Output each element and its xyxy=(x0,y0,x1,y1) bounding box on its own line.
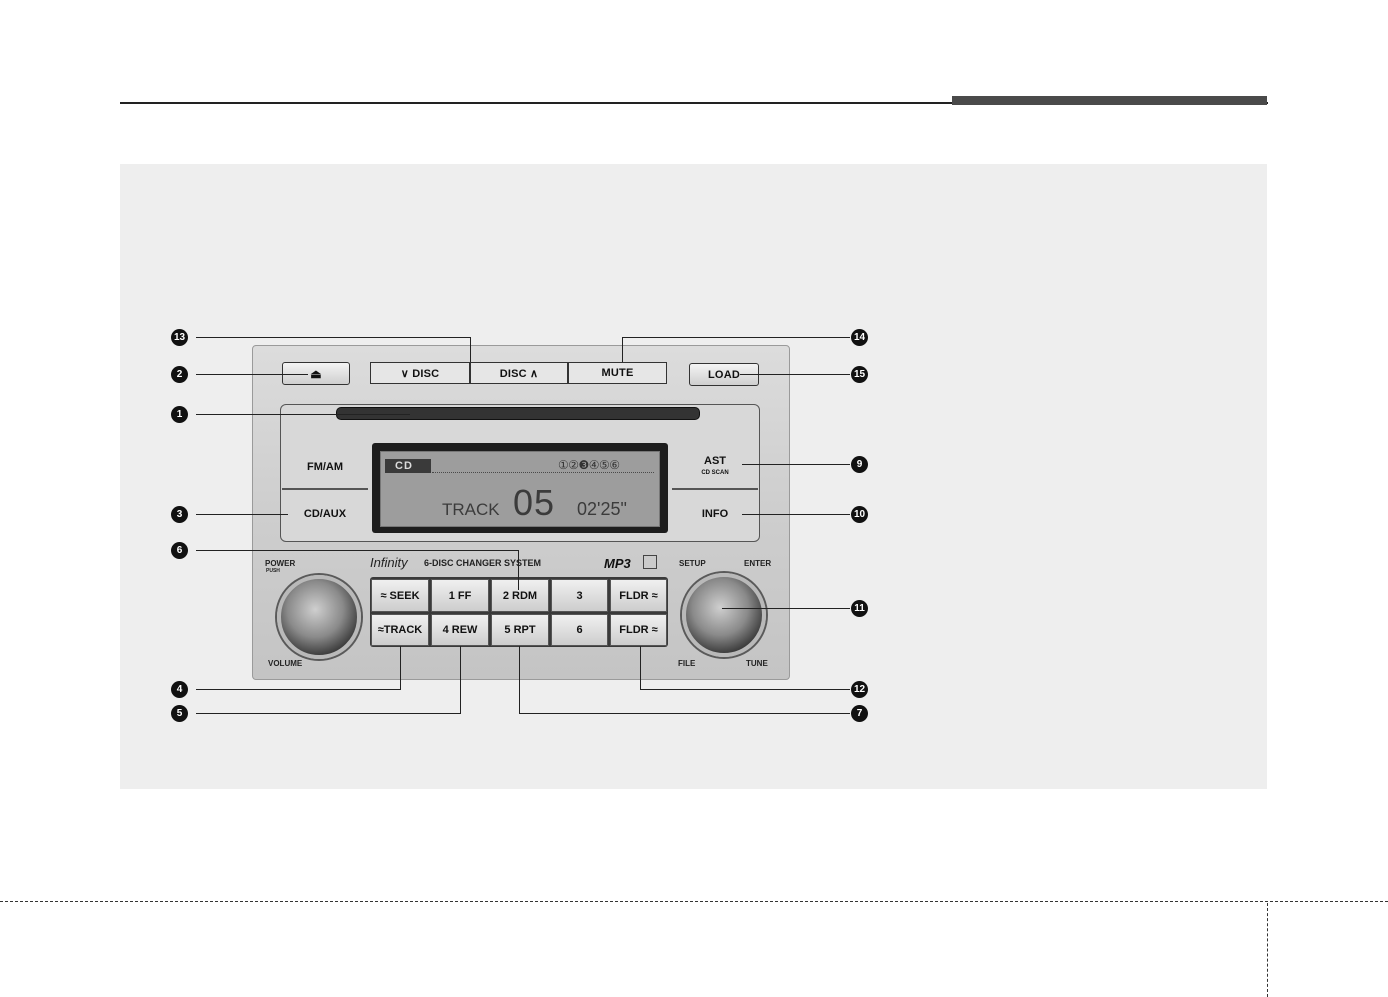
preset-5-rpt-button[interactable]: 5 RPT xyxy=(491,614,549,646)
callout-3: 3 xyxy=(171,506,188,523)
display-separator xyxy=(432,472,654,473)
leader-12-rise xyxy=(640,646,641,690)
leader-4 xyxy=(196,689,401,690)
folder-down-button[interactable]: FLDR ≈ xyxy=(610,614,667,646)
preset-6-button[interactable]: 6 xyxy=(551,614,608,646)
display-disc-indicators: ①②❸④⑤⑥ xyxy=(558,458,620,472)
display-track-label: TRACK xyxy=(442,500,500,520)
leader-12 xyxy=(640,689,850,690)
callout-2: 2 xyxy=(171,366,188,383)
volume-knob[interactable] xyxy=(277,575,361,659)
cd-aux-button[interactable]: CD/AUX xyxy=(282,492,368,536)
ast-button[interactable]: AST CD SCAN xyxy=(672,446,758,488)
disc-down-button[interactable]: ∨ DISC xyxy=(370,362,470,384)
callout-1: 1 xyxy=(171,406,188,423)
cd-scan-label: CD SCAN xyxy=(701,467,728,479)
setup-label: SETUP xyxy=(679,559,706,568)
fm-am-label: FM/AM xyxy=(307,461,343,473)
callout-4: 4 xyxy=(171,681,188,698)
leader-2 xyxy=(196,374,308,375)
tune-label: TUNE xyxy=(746,659,768,668)
callout-9: 9 xyxy=(851,456,868,473)
leader-3 xyxy=(196,514,288,515)
disc-logo-icon xyxy=(643,555,657,569)
leader-7-rise xyxy=(519,646,520,714)
preset-3-button[interactable]: 3 xyxy=(551,579,608,612)
track-down-button[interactable]: ≈TRACK xyxy=(371,614,429,646)
leader-7 xyxy=(519,713,850,714)
leader-13-drop xyxy=(470,337,471,362)
callout-15: 15 xyxy=(851,366,868,383)
callout-6: 6 xyxy=(171,542,188,559)
leader-13 xyxy=(196,337,470,338)
leader-5-rise xyxy=(460,646,461,714)
leader-6-drop xyxy=(518,550,519,590)
leader-11 xyxy=(722,608,850,609)
callout-14: 14 xyxy=(851,329,868,346)
fm-am-button[interactable]: FM/AM xyxy=(282,446,368,488)
infinity-logo: Infinity xyxy=(370,555,408,570)
seek-up-button[interactable]: ≈ SEEK xyxy=(371,579,429,612)
mp3-logo: MP3 xyxy=(604,556,631,571)
leader-10 xyxy=(742,514,850,515)
callout-11: 11 xyxy=(851,600,868,617)
preset-1-ff-button[interactable]: 1 FF xyxy=(431,579,489,612)
leader-14-drop xyxy=(622,337,623,362)
callout-5: 5 xyxy=(171,705,188,722)
header-bar xyxy=(952,96,1267,105)
preset-4-rew-button[interactable]: 4 REW xyxy=(431,614,489,646)
left-divider xyxy=(282,488,368,490)
display-elapsed-time: 02'25" xyxy=(577,499,627,520)
leader-6 xyxy=(196,550,518,551)
leader-1 xyxy=(196,414,410,415)
enter-label: ENTER xyxy=(744,559,771,568)
folder-up-button[interactable]: FLDR ≈ xyxy=(610,579,667,612)
callout-13: 13 xyxy=(171,329,188,346)
file-label: FILE xyxy=(678,659,695,668)
leader-9 xyxy=(742,464,850,465)
leader-5 xyxy=(196,713,461,714)
footer-dashed-divider xyxy=(1267,903,1268,997)
disc-up-button[interactable]: DISC ∧ xyxy=(470,362,568,384)
info-label: INFO xyxy=(702,508,728,520)
leader-15 xyxy=(740,374,850,375)
changer-label: 6-DISC CHANGER SYSTEM xyxy=(424,558,541,568)
footer-dashed-rule xyxy=(0,901,1388,902)
display-mode: CD xyxy=(385,459,431,473)
eject-icon: ⏏ xyxy=(310,367,322,381)
volume-label: VOLUME xyxy=(268,659,302,668)
ast-label: AST xyxy=(704,455,726,467)
tune-knob[interactable] xyxy=(682,573,766,657)
callout-12: 12 xyxy=(851,681,868,698)
cd-aux-label: CD/AUX xyxy=(304,508,346,520)
mute-button[interactable]: MUTE xyxy=(568,362,667,384)
callout-7: 7 xyxy=(851,705,868,722)
power-label: POWER xyxy=(265,559,295,568)
right-divider xyxy=(672,488,758,490)
leader-4-rise xyxy=(400,646,401,690)
preset-2-rdm-button[interactable]: 2 RDM xyxy=(491,579,549,612)
display-track-number: 05 xyxy=(513,482,555,524)
leader-14 xyxy=(622,337,850,338)
callout-10: 10 xyxy=(851,506,868,523)
push-label: PUSH xyxy=(266,568,280,574)
